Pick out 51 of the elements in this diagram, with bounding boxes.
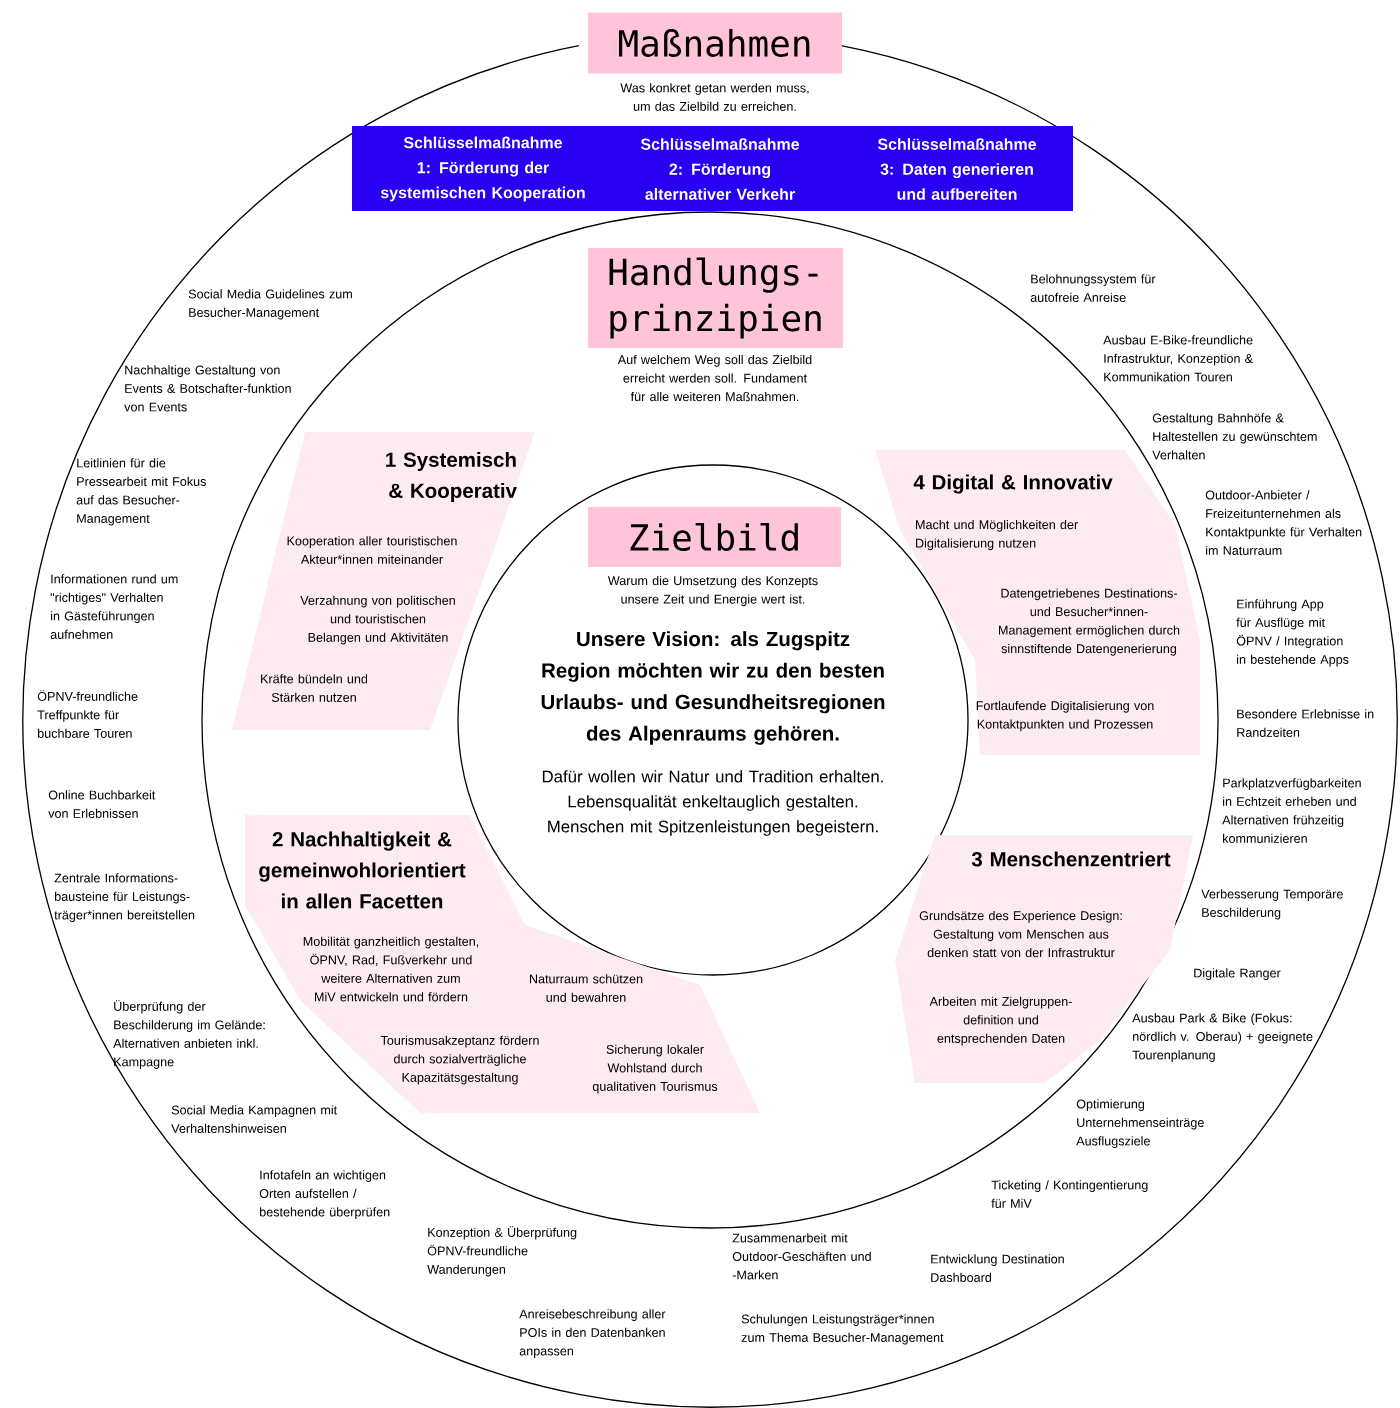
measure-text: Zentrale Informations-bausteine für Leistungs-träger*innen bereitstellen: [54, 873, 195, 922]
measure-text: Überprüfung der Beschilderung im Gelände: Alternativen anbieten inkl. Kampagne: [113, 1000, 265, 1069]
measure-text: Anreisebeschreibung aller POIs in den Datenbanken anpassen: [519, 1309, 666, 1358]
measure-text: Besondere Erlebnisse in Randzeiten: [1237, 709, 1374, 737]
panel-heading: 2 Nachhaltigkeit & gemeinwohlorientiert in allen Facetten: [259, 831, 466, 909]
title-box: Zielbild: [588, 507, 841, 567]
title-box: Maßnahmen: [588, 12, 842, 74]
principle-text: Mobilität ganzheitlich gestalten, ÖPNV, Rad, Fußverkehr und weitere Alternativen zum MiV entwickeln und fördern: [303, 936, 479, 1002]
measure-text: Ausbau E-Bike-freundliche Infrastruktur, Konzeption & Kommunikation Touren: [1103, 335, 1253, 382]
principle-text: Datengetriebenes Destinations- und Besucher*innen-Management ermöglichen durch sinnstiftende Datengenerierung: [999, 588, 1180, 656]
key-measure-title: Schlüsselmaßnahme 1: Förderung der systemischen Kooperation: [380, 136, 585, 202]
measure-text: Online Buchbarkeit von Erlebnissen: [48, 790, 156, 818]
panel-heading: 4 Digital & Innovativ: [913, 474, 1113, 494]
measure-text: Entwicklung Destination Dashboard: [931, 1254, 1064, 1282]
measure-text: Parkplatzverfügbarkeiten in Echtzeit erheben und Alternativen frühzeitig kommunizieren: [1222, 778, 1361, 843]
principle-text: Arbeiten mit Zielgruppen-definition und entsprechenden Daten: [929, 996, 1072, 1046]
measure-text: Schulungen Leistungsträger*innen zum Thema Besucher-Management: [741, 1314, 944, 1345]
measure-text: Infotafeln an wichtigen Orten aufstellen / bestehende überprüfen: [259, 1170, 390, 1219]
vision-statement: Unsere Vision: als Zugspitz Region möchten wir zu den besten Urlaubs- und Gesundheitsregionen des Alpenraums gehören.: [541, 631, 885, 745]
vision-statement: Dafür wollen wir Natur und Tradition erhalten. Lebensqualität enkeltauglich gestalten. Menschen mit Spitzenleistungen begeistern.: [542, 770, 883, 836]
measure-text: Belohnungssystem für autofreie Anreise: [1030, 274, 1156, 302]
measure-text: Konzeption & Überprüfung ÖPNV-freundliche Wanderungen: [427, 1226, 577, 1277]
measure-text: Nachhaltige Gestaltung von Events & Botschafter-funktion von Events: [124, 365, 291, 412]
principle-text: Macht und Möglichkeiten der Digitalisierung nutzen: [916, 519, 1078, 551]
measure-text: Informationen rund um "richtiges" Verhalten in Gästeführungen aufnehmen: [50, 574, 178, 639]
measure-text: Ausbau Park & Bike (Fokus: nördlich v. Oberau) + geeignete Tourenplanung: [1132, 1013, 1313, 1062]
measure-text: Leitlinien für die Pressearbeit mit Fokus auf das Besucher-Management: [76, 458, 206, 526]
key-measure-title: Schlüsselmaßnahme 3: Daten generieren und aufbereiten: [877, 138, 1037, 200]
subtitle: Auf welchem Weg soll das Zielbild erreicht werden soll. Fundament für alle weiteren Maßnahmen.: [617, 354, 812, 402]
measure-text: Einführung App für Ausflüge mit ÖPNV / Integration in bestehende Apps: [1236, 599, 1349, 667]
panel-heading: 3 Menschenzentriert: [971, 851, 1171, 867]
measure-text: ÖPNV-freundliche Treffpunkte für buchbare Touren: [37, 690, 138, 738]
subtitle: Was konkret getan werden muss, um das Zielbild zu erreichen.: [620, 83, 809, 111]
measure-text: Optimierung Unternehmenseinträge Ausflugsziele: [1076, 1099, 1204, 1148]
principle-text: Sicherung lokaler Wohlstand durch qualitativen Tourismus: [592, 1044, 718, 1094]
measure-text: Ticketing / Kontingentierung für MiV: [991, 1180, 1148, 1208]
principle-text: Kooperation aller touristischen Akteur*innen miteinander: [287, 536, 457, 564]
principle-text: Grundsätze des Experience Design: Gestaltung vom Menschen aus denken statt von der Infrastruktur: [919, 910, 1122, 958]
measure-text: Social Media Kampagnen mit Verhaltenshinweisen: [171, 1105, 338, 1133]
principle-text: Tourismusakzeptanz fördern durch sozialverträgliche Kapazitätsgestaltung: [380, 1035, 539, 1085]
principle-text: Naturraum schützen und bewahren: [529, 974, 643, 1002]
principle-text: Kräfte bündeln und Stärken nutzen: [261, 674, 368, 702]
principle-text: Fortlaufende Digitalisierung von Kontaktpunkten und Prozessen: [976, 700, 1154, 732]
key-measure-title: Schlüsselmaßnahme 2: Förderung alternativer Verkehr: [640, 138, 800, 200]
subtitle: Warum die Umsetzung des Konzepts unsere Zeit und Energie wert ist.: [607, 575, 818, 607]
measure-text: Gestaltung Bahnhöfe & Haltestellen zu gewünschtem Verhalten: [1152, 413, 1317, 460]
measure-text: Social Media Guidelines zum Besucher-Management: [188, 289, 352, 320]
principle-text: Verzahnung von politischen und touristischen Belangen und Aktivitäten: [300, 595, 455, 645]
title-box: Handlungs-prinzipien: [588, 248, 843, 348]
panel-heading: 1 Systemisch & Kooperativ: [386, 451, 517, 503]
measure-text: Zusammenarbeit mit Outdoor-Geschäften und -Marken: [732, 1233, 871, 1280]
